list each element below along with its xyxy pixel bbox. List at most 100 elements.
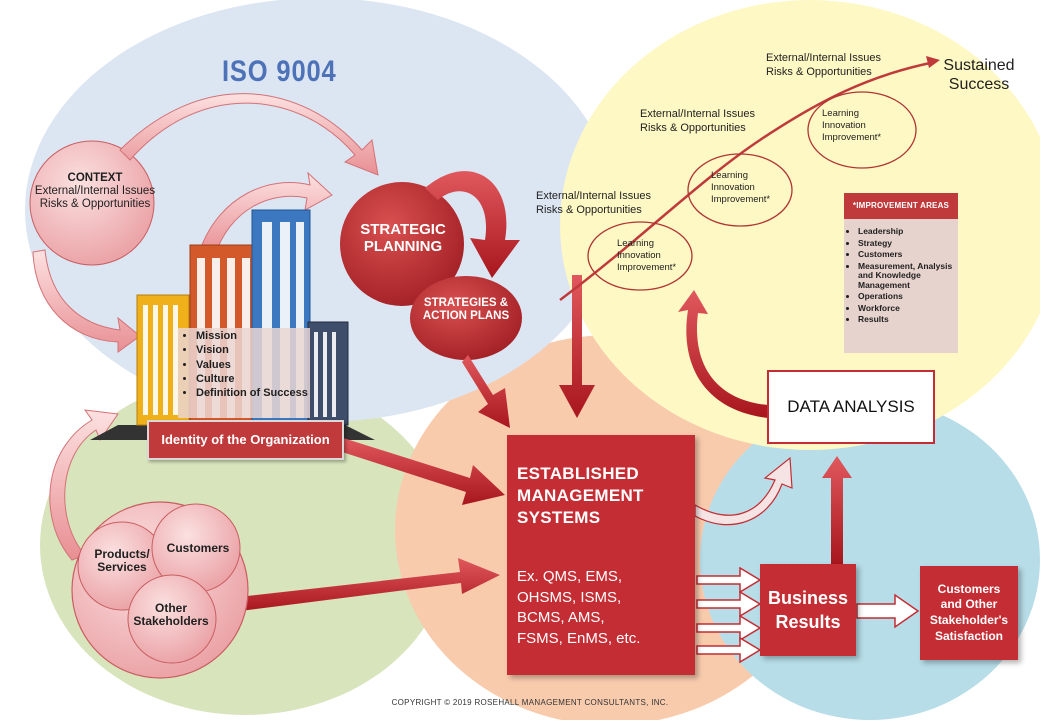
improvement-areas-heading: *IMPROVEMENT AREAS <box>844 193 958 219</box>
ems-examples: Ex. QMS, EMS, OHSMS, ISMS, BCMS, AMS, FS… <box>517 567 640 650</box>
identity-label: Identity of the Organization <box>147 420 344 460</box>
context-line-1: External/Internal Issues <box>34 184 156 197</box>
sustained-success-label: Sustained Success <box>930 56 1028 94</box>
value-item: Values <box>196 359 310 371</box>
results-to-data-analysis-arrow <box>822 456 852 564</box>
improvement-item: Customers <box>858 250 954 260</box>
issues-line: Risks & Opportunities <box>766 65 872 78</box>
strategies-line-2: ACTION PLANS <box>422 309 510 322</box>
context-to-buildings-arrow <box>32 249 141 353</box>
learning-line: Learning <box>711 170 748 181</box>
context-label: CONTEXT External/Internal Issues Risks &… <box>20 172 170 211</box>
improvement-trajectory-arrowhead <box>926 56 940 68</box>
issues-line: External/Internal Issues <box>536 190 651 202</box>
results-zone-circle <box>700 400 1040 720</box>
learning-line: Improvement* <box>822 131 882 143</box>
value-item: Mission <box>196 330 310 342</box>
ems-example-line: OHSMS, ISMS, <box>517 588 622 606</box>
other-stakeholders-label: Other Stakeholders <box>133 601 209 629</box>
products-label: Products/ Services <box>94 547 150 575</box>
sustained-line-2: Success <box>948 76 1010 94</box>
satisfaction-line: Satisfaction <box>934 628 1003 643</box>
issues-line: External/Internal Issues <box>766 52 881 64</box>
strategic-planning-circle <box>340 182 464 306</box>
learning-label-1: Learning Innovation Improvement* <box>617 238 676 274</box>
improvement-item: Measurement, Analysis and Knowledge Mana… <box>858 261 954 291</box>
ems-title: ESTABLISHED MANAGEMENT SYSTEMS <box>517 463 644 529</box>
data-analysis-box: DATA ANALYSIS <box>767 370 935 444</box>
strategies-label: STRATEGIES & ACTION PLANS <box>414 297 518 323</box>
learning-line: Innovation <box>617 249 661 261</box>
learning-line: Learning <box>822 108 859 119</box>
strategies-circle <box>410 276 522 360</box>
satisfaction-line: and Other <box>940 597 998 612</box>
learning-label-2: Learning Innovation Improvement* <box>711 170 770 206</box>
strategic-planning-line-1: STRATEGIC <box>360 221 446 238</box>
business-results-line-1: Business <box>767 587 849 608</box>
ems-to-data-analysis-arrow <box>694 456 793 526</box>
satisfaction-line: Stakeholder's <box>929 613 1009 627</box>
ems-to-results-arrow-2 <box>696 590 762 618</box>
planning-loop-arrow <box>425 171 520 278</box>
learning-line: Innovation <box>822 119 866 131</box>
ems-example-line: FSMS, EnMS, etc. <box>517 630 641 648</box>
learning-line: Improvement* <box>617 261 677 273</box>
improvement-areas-panel: *IMPROVEMENT AREAS Leadership Strategy C… <box>844 193 958 353</box>
stakeholders-to-ems-arrow <box>230 558 500 612</box>
issues-label-2: External/Internal Issues Risks & Opportu… <box>640 108 755 136</box>
ems-title-line: ESTABLISHED <box>517 464 639 483</box>
stakeholders-to-identity-arrow <box>49 409 119 561</box>
learning-ellipse-1 <box>587 221 693 291</box>
learning-line: Learning <box>617 238 654 249</box>
strategic-planning-label: STRATEGIC PLANNING <box>340 221 466 256</box>
learning-ellipse-3 <box>807 91 917 169</box>
issues-line: Risks & Opportunities <box>536 203 642 216</box>
context-line-2: Risks & Opportunities <box>39 197 151 210</box>
context-heading: CONTEXT <box>67 172 123 184</box>
data-analysis-loop-arrow <box>678 290 768 418</box>
improvement-item: Workforce <box>858 303 954 314</box>
issues-to-ems-arrow <box>559 275 595 418</box>
learning-ellipse-2 <box>687 153 793 227</box>
customer-satisfaction-box: Customers and Other Stakeholder's Satisf… <box>920 566 1018 660</box>
issues-line: External/Internal Issues <box>640 108 755 120</box>
ems-example-line: Ex. QMS, EMS, <box>517 568 623 585</box>
iso-title: ISO 9004 <box>222 55 337 88</box>
values-panel <box>178 328 310 418</box>
issues-line: Risks & Opportunities <box>640 121 746 134</box>
organization-values-list: Mission Vision Values Culture Definition… <box>178 330 310 402</box>
results-to-satisfaction-arrow <box>856 593 920 629</box>
issues-label-1: External/Internal Issues Risks & Opportu… <box>536 190 651 218</box>
ems-to-results-arrow-4 <box>696 636 762 664</box>
ems-example-line: BCMS, AMS, <box>517 609 605 627</box>
value-item: Vision <box>196 344 310 356</box>
strategies-to-ems-arrow <box>462 355 510 428</box>
ems-title-line: SYSTEMS <box>517 508 601 528</box>
buildings-illustration <box>90 209 375 440</box>
improvement-item: Operations <box>858 292 954 302</box>
learning-line: Innovation <box>711 181 755 193</box>
improvement-item: Leadership <box>858 226 954 237</box>
issues-label-3: External/Internal Issues Risks & Opportu… <box>766 52 881 80</box>
sustained-line-1: Sustained <box>943 57 1015 74</box>
copyright-notice: COPYRIGHT © 2019 ROSEHALL MANAGEMENT CON… <box>391 698 669 707</box>
ems-title-line: MANAGEMENT <box>517 486 644 506</box>
context-circle <box>29 140 155 266</box>
strategic-planning-line-2: PLANNING <box>363 237 443 255</box>
identity-to-ems-arrow <box>336 437 505 505</box>
value-item: Culture <box>196 373 310 385</box>
ems-to-results-arrow-1 <box>696 566 762 594</box>
other-stakeholders-circle <box>127 574 217 664</box>
learning-line: Improvement* <box>711 193 771 205</box>
value-item: Definition of Success <box>196 387 310 399</box>
business-results-line-2: Results <box>775 612 841 632</box>
ems-to-results-arrow-3 <box>696 614 762 642</box>
business-results-box: Business Results <box>760 564 856 656</box>
improvement-trajectory-line <box>559 60 936 301</box>
learning-label-3: Learning Innovation Improvement* <box>822 108 881 144</box>
buildings-to-planning-arrow <box>199 171 333 256</box>
context-to-planning-arrow <box>119 93 379 176</box>
strategies-line-1: STRATEGIES & <box>423 297 509 309</box>
improvement-item: Results <box>858 315 954 325</box>
improvement-item: Strategy <box>858 238 954 249</box>
